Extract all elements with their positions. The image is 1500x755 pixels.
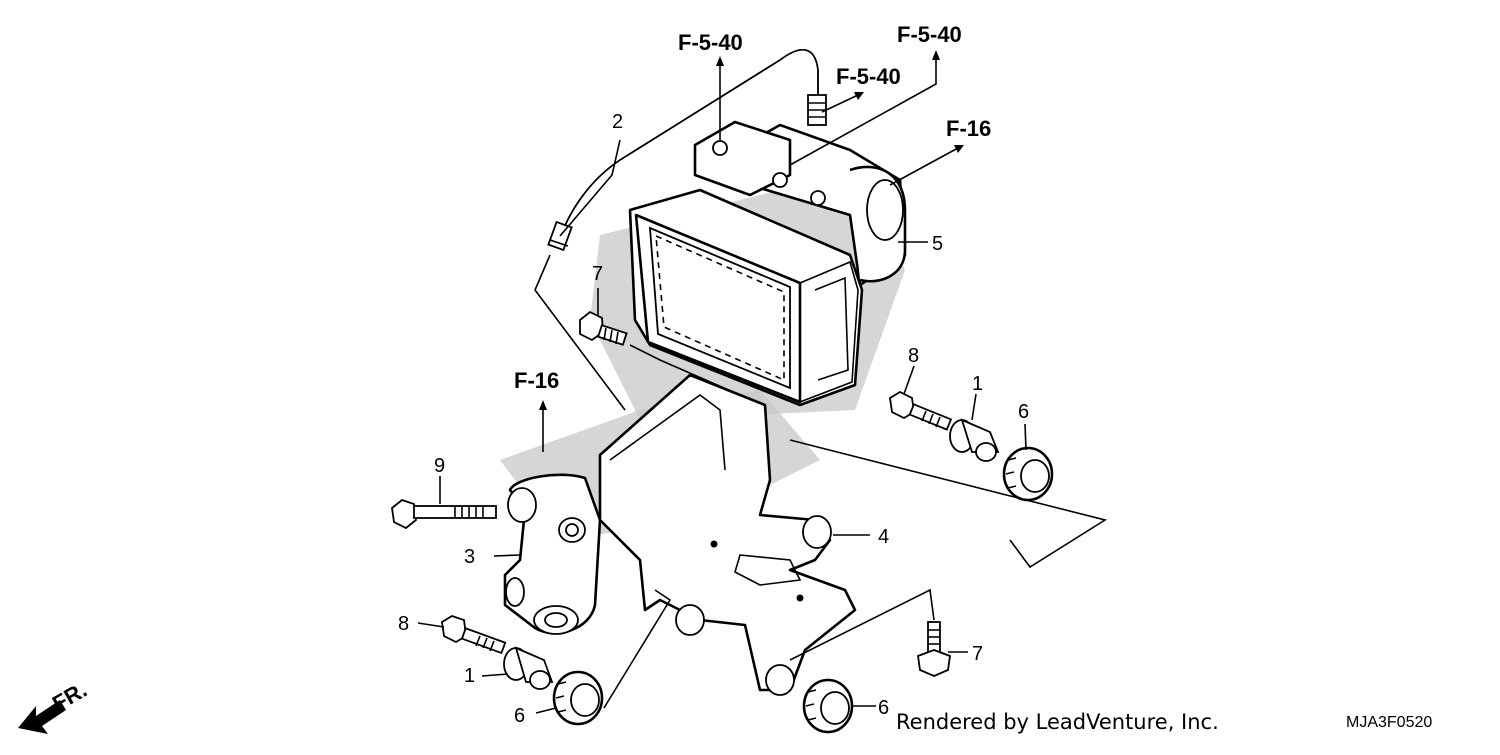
render-credit: Rendered by LeadVenture, Inc.	[896, 710, 1219, 734]
ref-f-5-40-right[interactable]: F-5-40	[897, 22, 962, 47]
ref-f-5-40-left[interactable]: F-5-40	[678, 30, 743, 55]
bolt-7-top[interactable]	[579, 310, 628, 346]
callout-6-bottom-right: 6	[878, 697, 889, 719]
ref-f-16-top[interactable]: F-16	[946, 116, 991, 141]
bolt-7-bottom[interactable]	[917, 621, 951, 677]
collar-1-left[interactable]	[503, 646, 554, 690]
assembly-lines	[417, 50, 1108, 714]
bolt-8-left[interactable]	[441, 615, 507, 655]
ref-f-16-left[interactable]: F-16	[514, 368, 559, 393]
callout-5: 5	[932, 233, 943, 255]
front-direction-arrow	[18, 700, 66, 734]
rubber-mount-6-bottom-left[interactable]	[552, 670, 604, 726]
callout-2: 2	[612, 111, 623, 133]
rubber-mount-6-right[interactable]	[1002, 446, 1054, 502]
rubber-mount-6-bottom-right[interactable]	[802, 678, 854, 734]
callout-7-bottom: 7	[972, 643, 983, 665]
callout-8-right: 8	[908, 345, 919, 367]
callout-8-left: 8	[398, 613, 409, 635]
diagram-code: MJA3F0520	[1346, 714, 1433, 731]
callout-6-bottom-left: 6	[514, 705, 525, 727]
bolt-8-right[interactable]	[889, 390, 953, 431]
callout-9: 9	[434, 455, 445, 477]
callout-3: 3	[464, 546, 475, 568]
callout-6-right: 6	[1018, 401, 1029, 423]
callout-1-right: 1	[972, 373, 983, 395]
callout-4: 4	[878, 526, 889, 548]
collar-1-right[interactable]	[949, 418, 1000, 462]
bolt-9[interactable]	[391, 498, 497, 530]
callout-7-top: 7	[592, 263, 603, 285]
proportioning-valve[interactable]	[503, 473, 602, 635]
callout-1-left: 1	[464, 665, 475, 687]
abs-modulator-unit[interactable]	[590, 120, 907, 420]
ref-f-5-40-middle[interactable]: F-5-40	[836, 64, 901, 89]
